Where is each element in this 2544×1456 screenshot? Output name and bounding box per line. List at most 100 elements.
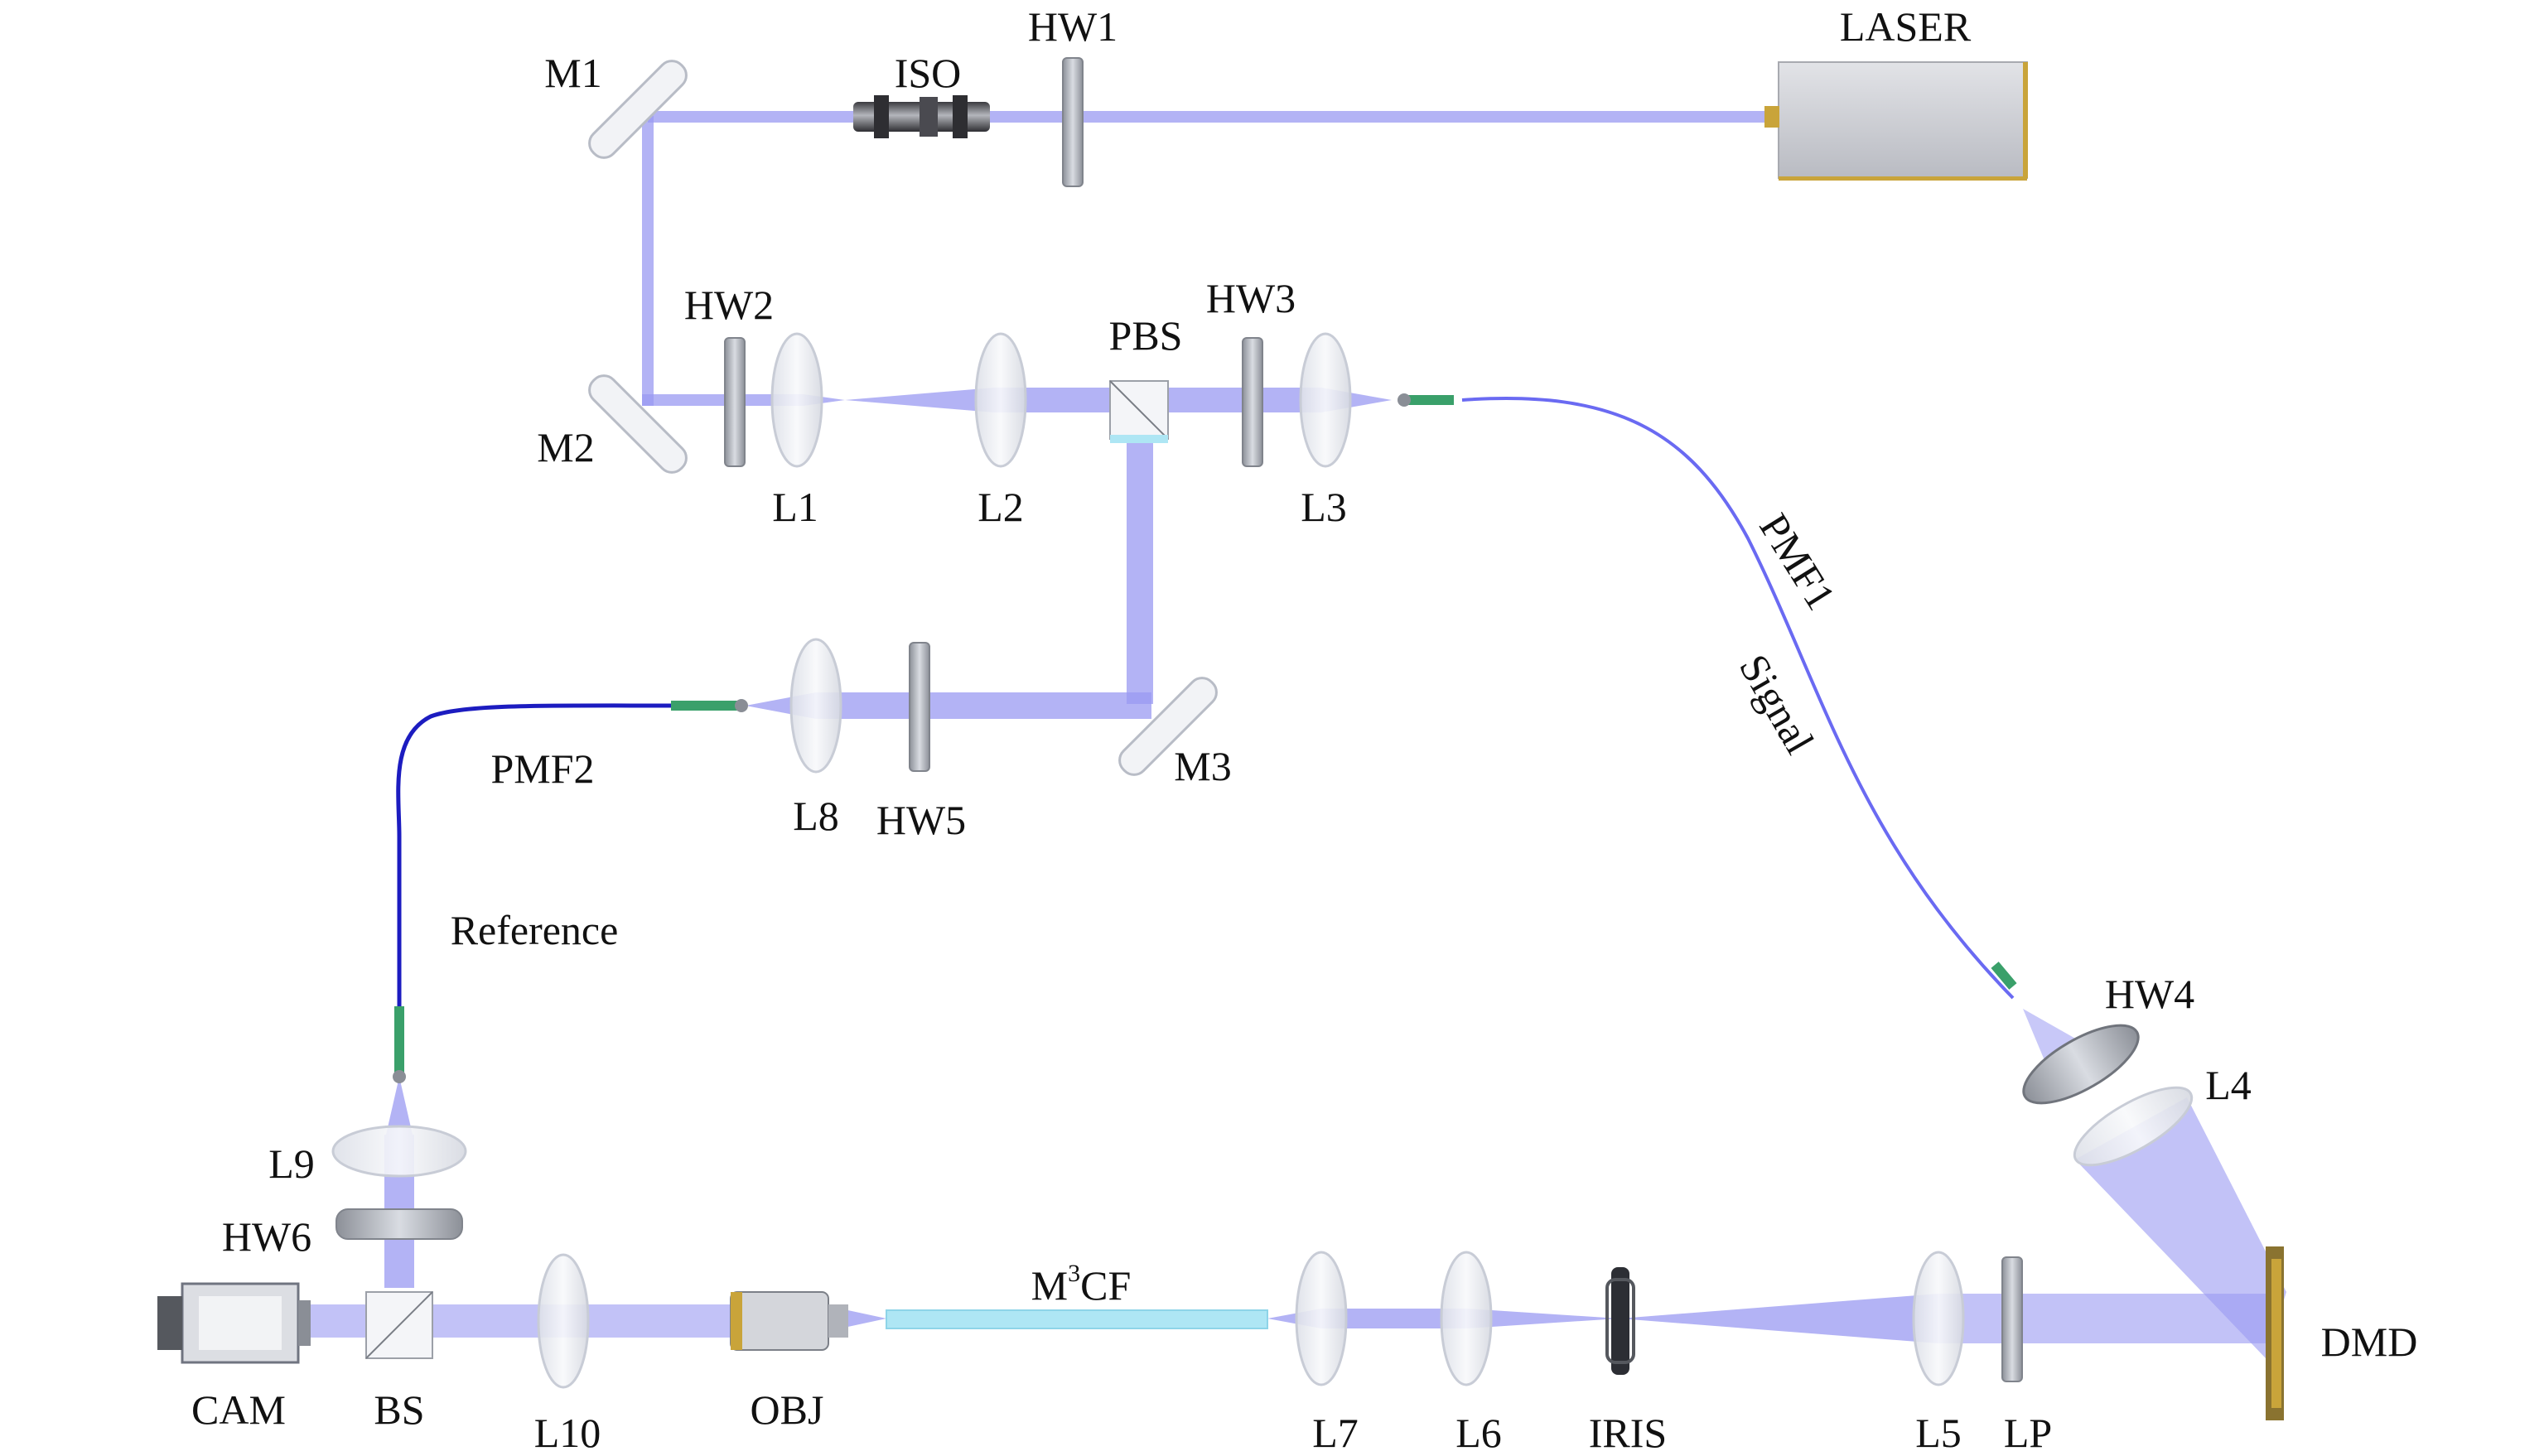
- lp-plate: [2001, 1256, 2023, 1382]
- isolator-flange-mid: [920, 97, 938, 137]
- isolator-flange-right: [953, 95, 968, 138]
- iris: [1605, 1267, 1635, 1375]
- cam-label: CAM: [191, 1386, 286, 1433]
- l7-label: L7: [1312, 1410, 1359, 1456]
- hw6-plate: [335, 1208, 463, 1240]
- hw3-label: HW3: [1205, 275, 1296, 321]
- camera: [157, 1282, 311, 1364]
- beam-paths: [308, 111, 2286, 1358]
- objective-body: [730, 1291, 829, 1351]
- pmf2-connector-end: [394, 1006, 404, 1073]
- objective-nose: [828, 1304, 848, 1338]
- bs-label: BS: [374, 1386, 425, 1433]
- bs-diagonal: [365, 1291, 433, 1359]
- m1-mirror: [588, 60, 688, 159]
- hw4-plate: [2022, 1024, 2140, 1105]
- beam-m2-l1: [642, 394, 804, 406]
- waveplates: [335, 57, 2140, 1382]
- l6-label: L6: [1455, 1410, 1502, 1456]
- hw2-label: HW2: [683, 282, 775, 328]
- m2-mirror: [588, 374, 688, 474]
- laser-source: [1764, 61, 2028, 181]
- hw5-label: HW5: [876, 797, 967, 843]
- iso-label: ISO: [894, 50, 962, 96]
- m3cf-label: M3CF: [1031, 1260, 1132, 1309]
- fibers: [393, 393, 2017, 1083]
- laser-body: [1778, 61, 2028, 179]
- l9-label: L9: [268, 1140, 315, 1187]
- laser-label: LASER: [1839, 3, 1972, 50]
- iris-label: IRIS: [1588, 1410, 1668, 1456]
- l3-lens: [1299, 332, 1352, 468]
- beam-m1-m2: [642, 116, 654, 406]
- pmf2-connector-start: [671, 701, 737, 711]
- dmd-label: DMD: [2320, 1319, 2418, 1365]
- l2-lens: [974, 332, 1027, 468]
- beam-l6-iris: [1466, 1309, 1620, 1328]
- hw6-label: HW6: [221, 1213, 312, 1260]
- pmf1-start-tip: [1398, 393, 1411, 407]
- l4-label: L4: [2205, 1062, 2252, 1108]
- beam-pbs-m3: [1127, 439, 1153, 704]
- reference-label: Reference: [450, 907, 619, 953]
- objective: [730, 1291, 848, 1351]
- camera-lens-mount: [298, 1300, 311, 1346]
- pmf1-fiber: [1461, 397, 2015, 1000]
- beam-splitters: [365, 380, 1169, 1359]
- dmd: [2266, 1246, 2284, 1420]
- l7-lens: [1295, 1251, 1348, 1386]
- obj-label: OBJ: [750, 1386, 824, 1433]
- iris-body: [1611, 1267, 1629, 1375]
- iris-ring: [1605, 1278, 1635, 1364]
- l10-lens: [537, 1253, 590, 1389]
- beam-laser-m1: [648, 111, 1779, 123]
- lp-label: LP: [2003, 1410, 2053, 1456]
- m2-label: M2: [537, 424, 595, 470]
- pmf2-fiber: [396, 703, 672, 1006]
- l6-lens: [1440, 1251, 1493, 1386]
- pmf2-label: PMF2: [490, 745, 595, 792]
- beam-l4-dmd: [2075, 1097, 2286, 1358]
- pbs-label: PBS: [1108, 312, 1183, 359]
- l5-lens: [1912, 1251, 1965, 1386]
- hw1-plate: [1062, 57, 1084, 187]
- pbs-diagonal: [1109, 380, 1169, 440]
- objective-band: [731, 1292, 742, 1350]
- m1-label: M1: [544, 50, 602, 96]
- l9-lens: [331, 1125, 467, 1178]
- lenses: [331, 332, 2194, 1389]
- camera-back: [157, 1296, 182, 1350]
- hw5-plate: [909, 642, 930, 772]
- laser-edge-bottom: [1779, 176, 2027, 181]
- isolator: [853, 95, 990, 138]
- beam-m3-l8: [816, 692, 1151, 719]
- hw2-plate: [724, 337, 746, 467]
- l5-label: L5: [1915, 1410, 1962, 1456]
- l10-label: L10: [533, 1410, 601, 1456]
- l3-label: L3: [1301, 484, 1347, 530]
- hw3-plate: [1242, 337, 1263, 467]
- pmf1-connector-end: [1991, 962, 2017, 990]
- l4-lens: [2073, 1086, 2194, 1167]
- laser-edge-right: [2023, 62, 2028, 178]
- l1-lens: [770, 332, 823, 468]
- laser-aperture: [1764, 106, 1779, 128]
- pmf2-tip: [393, 1070, 406, 1083]
- l8-label: L8: [793, 793, 839, 839]
- l8-lens: [789, 638, 842, 774]
- beam-iris-l5: [1620, 1294, 1938, 1343]
- pbs-base: [1110, 435, 1168, 443]
- l1-label: L1: [772, 484, 818, 530]
- dmd-chip: [2271, 1259, 2281, 1408]
- pmf1-connector-start: [1408, 395, 1454, 405]
- hw4-label: HW4: [2104, 971, 2195, 1017]
- l2-label: L2: [978, 484, 1024, 530]
- beam-fiber-l9: [386, 1077, 413, 1135]
- mirrors: [588, 60, 1218, 776]
- isolator-flange-left: [874, 95, 889, 138]
- beam-focus-l2: [845, 388, 994, 412]
- m3cf-fiber: [886, 1309, 1268, 1329]
- m3-label: M3: [1174, 743, 1232, 789]
- hw1-label: HW1: [1027, 3, 1118, 50]
